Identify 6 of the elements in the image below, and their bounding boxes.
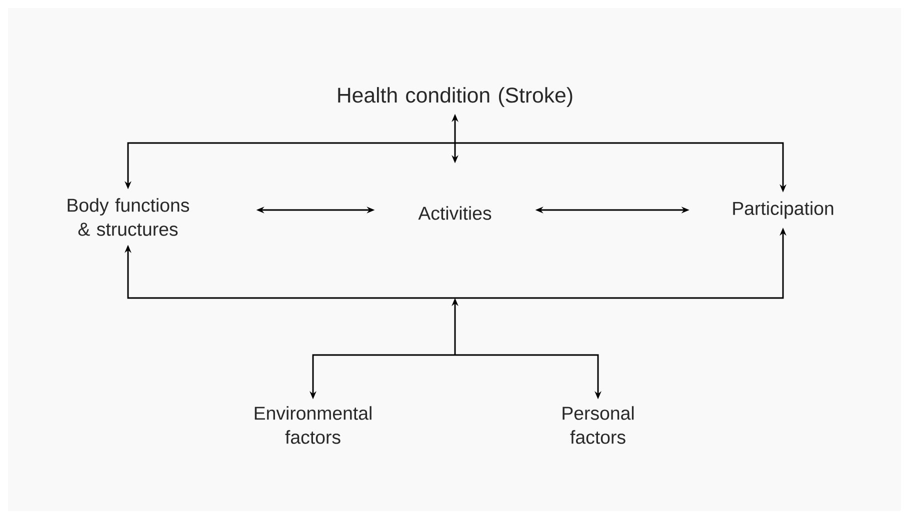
node-label: Health condition (Stroke) — [338, 87, 572, 107]
node-label: Personal factors — [562, 406, 634, 444]
node-label: Environmental factors — [254, 406, 372, 444]
node-label: Participation — [733, 201, 834, 219]
node-label: Body functions & structures — [68, 198, 190, 236]
node-label: Activities — [418, 206, 492, 220]
